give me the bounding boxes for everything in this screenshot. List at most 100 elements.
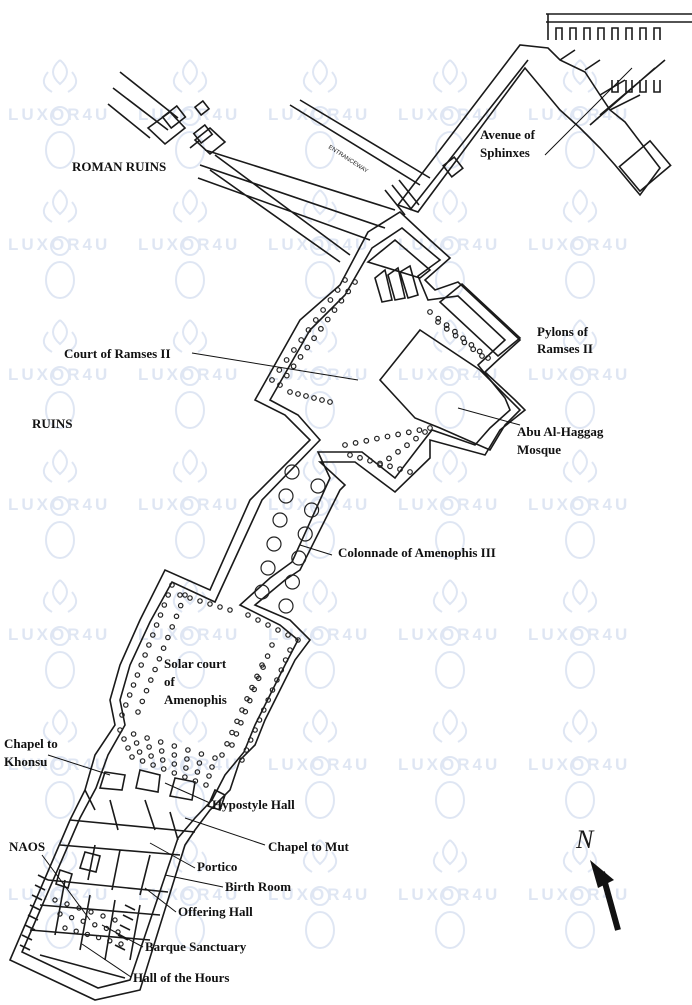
label-hall-hours: Hall of the Hours xyxy=(133,970,229,985)
emblem-ring-icon xyxy=(50,236,70,256)
column xyxy=(160,766,167,772)
large-column xyxy=(310,478,326,494)
watermark-tile: LUXOR4U xyxy=(398,709,500,819)
emblem-ring-icon xyxy=(440,106,460,126)
column xyxy=(452,332,459,339)
column xyxy=(295,637,301,643)
lotus-icon xyxy=(42,709,78,743)
column xyxy=(342,442,348,448)
column xyxy=(161,602,168,608)
watermark-text: LUXOR4U xyxy=(398,495,500,514)
column xyxy=(305,327,312,333)
column xyxy=(130,682,137,688)
label-mosque-1: Abu Al-Haggag xyxy=(517,424,604,439)
watermark-tile: LUXOR4U xyxy=(8,59,110,169)
column xyxy=(283,372,290,379)
emblem-ring-icon xyxy=(440,496,460,516)
column xyxy=(243,747,250,753)
emblem-ring-icon xyxy=(50,496,70,516)
lotus-icon xyxy=(432,59,468,93)
column xyxy=(84,931,91,938)
column xyxy=(184,756,190,762)
column xyxy=(384,433,391,440)
column xyxy=(148,753,154,759)
emblem-ring-icon xyxy=(180,886,200,906)
column xyxy=(159,757,166,763)
column xyxy=(157,612,164,618)
column xyxy=(387,463,393,470)
leader-lines xyxy=(41,67,633,978)
leader-naos xyxy=(41,854,91,921)
emblem-ring-icon xyxy=(310,496,330,516)
roman-ruins-walls xyxy=(107,71,396,263)
scarab-icon xyxy=(435,521,465,559)
column xyxy=(275,627,281,633)
watermark-text: LUXOR4U xyxy=(8,105,110,124)
watermark-tile: LUXOR4U xyxy=(268,709,367,819)
watermark-tile: LUXOR4U xyxy=(8,189,107,299)
column xyxy=(324,316,331,323)
emblem-ring-icon xyxy=(310,626,330,646)
column xyxy=(260,707,267,713)
lotus-icon xyxy=(302,59,338,93)
column xyxy=(229,742,235,748)
avenue-block xyxy=(618,139,672,193)
column xyxy=(227,607,233,613)
scarab-icon xyxy=(45,521,75,559)
column xyxy=(182,774,188,780)
watermark-text: LUXOR4U xyxy=(398,365,500,384)
column xyxy=(443,322,450,329)
watermark-layer: LUXOR4U LUXOR4U LUXOR4U LUXOR4U LUXOR4U LUXOR… xyxy=(8,59,630,949)
column xyxy=(287,647,293,653)
column xyxy=(139,698,146,705)
watermark-text: LUXOR4U xyxy=(398,755,500,774)
column xyxy=(252,727,258,733)
label-colonnade: Colonnade of Amenophis III xyxy=(338,545,496,560)
lotus-icon xyxy=(42,189,78,223)
watermark-text: LUXOR4U xyxy=(398,105,500,124)
column xyxy=(405,429,412,436)
avenue-path xyxy=(396,44,662,213)
column xyxy=(144,735,150,741)
scarab-icon xyxy=(435,781,465,819)
column xyxy=(135,709,141,715)
column xyxy=(117,727,123,733)
label-court-ramses: Court of Ramses II xyxy=(64,346,171,361)
scarab-icon xyxy=(565,651,595,689)
column xyxy=(269,377,275,383)
emblem-ring-icon xyxy=(180,106,200,126)
column xyxy=(347,452,353,458)
column xyxy=(118,941,124,947)
lotus-icon xyxy=(172,709,208,743)
column xyxy=(395,448,401,455)
column xyxy=(150,762,156,768)
column xyxy=(212,755,218,761)
column xyxy=(249,684,255,691)
column xyxy=(476,348,483,355)
column xyxy=(229,729,235,736)
column xyxy=(320,307,327,313)
scarab-icon xyxy=(175,651,205,689)
watermark-tile: LUXOR4U xyxy=(528,579,627,689)
leader-colonnade xyxy=(299,544,333,556)
scarab-icon xyxy=(565,261,595,299)
column xyxy=(259,662,265,668)
column xyxy=(107,938,113,944)
pylon-west xyxy=(366,238,432,303)
watermark-text: LUXOR4U xyxy=(528,365,630,384)
column xyxy=(435,315,442,322)
watermark-text: LUXOR4U xyxy=(8,755,110,774)
watermark-text: LUXOR4U xyxy=(398,885,500,904)
label-roman-ruins: ROMAN RUINS xyxy=(72,159,166,174)
column xyxy=(150,632,156,638)
label-avenue-2: Sphinxes xyxy=(480,145,530,160)
column xyxy=(136,749,143,755)
lotus-icon xyxy=(302,319,338,353)
scarab-icon xyxy=(175,261,205,299)
emblem-ring-icon xyxy=(570,496,590,516)
column xyxy=(269,642,275,648)
leader-mosque xyxy=(457,407,521,426)
label-solar-3: Amenophis xyxy=(164,692,227,707)
emblem-ring-icon xyxy=(570,236,590,256)
